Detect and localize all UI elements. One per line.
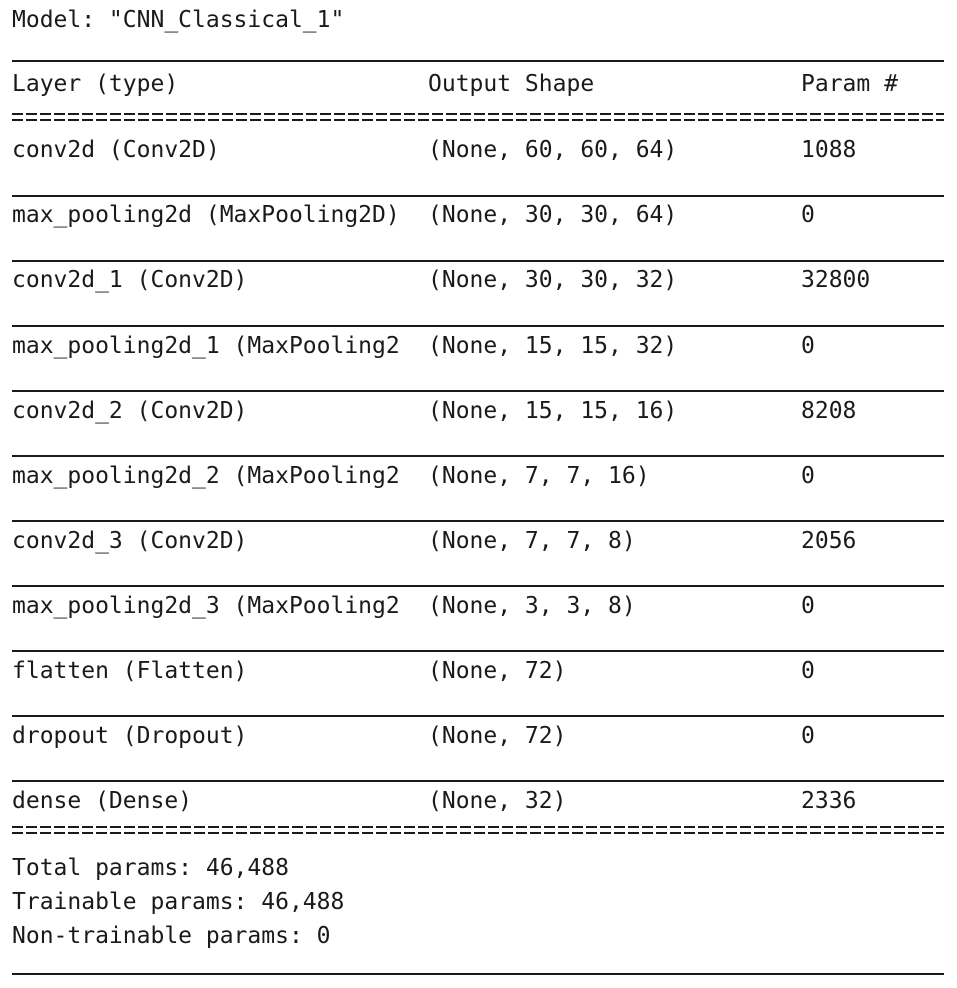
row-divider — [12, 455, 944, 457]
row-divider — [12, 715, 944, 717]
row-divider — [12, 195, 944, 197]
table-row: max_pooling2d_3 (MaxPooling2 (None, 3, 3… — [12, 590, 944, 622]
output-shape: (None, 30, 30, 32) — [428, 267, 678, 293]
table-row: conv2d_1 (Conv2D) (None, 30, 30, 32) 328… — [12, 264, 944, 296]
layer-name: flatten (Flatten) — [12, 658, 248, 684]
table-row: max_pooling2d_1 (MaxPooling2 (None, 15, … — [12, 330, 944, 362]
row-divider — [12, 325, 944, 327]
output-shape: (None, 3, 3, 8) — [428, 593, 636, 619]
param-count: 0 — [801, 333, 815, 359]
param-count: 8208 — [801, 398, 857, 424]
top-rule — [12, 60, 944, 62]
row-divider — [12, 260, 944, 262]
output-shape: (None, 7, 7, 16) — [428, 463, 650, 489]
bottom-rule — [12, 973, 944, 975]
row-divider — [12, 650, 944, 652]
param-totals: Total params: 46,488 Trainable params: 4… — [12, 852, 344, 952]
output-shape: (None, 72) — [428, 723, 567, 749]
layer-name: max_pooling2d (MaxPooling2D) — [12, 202, 400, 228]
param-count: 2056 — [801, 528, 857, 554]
total-params: Total params: 46,488 — [12, 855, 289, 881]
layer-name: conv2d (Conv2D) — [12, 137, 220, 163]
output-shape: (None, 60, 60, 64) — [428, 137, 678, 163]
layer-name: dropout (Dropout) — [12, 723, 248, 749]
table-row: flatten (Flatten) (None, 72) 0 — [12, 655, 944, 687]
param-count: 0 — [801, 463, 815, 489]
layer-name: max_pooling2d_1 (MaxPooling2 — [12, 333, 400, 359]
layer-name: dense (Dense) — [12, 788, 193, 814]
layer-name: max_pooling2d_3 (MaxPooling2 — [12, 593, 400, 619]
header-layer: Layer (type) — [12, 71, 179, 97]
table-row: conv2d (Conv2D) (None, 60, 60, 64) 1088 — [12, 134, 944, 166]
layer-name: max_pooling2d_2 (MaxPooling2 — [12, 463, 400, 489]
header-param-count: Param # — [801, 71, 898, 97]
model-title: Model: "CNN_Classical_1" — [12, 7, 345, 33]
layer-name: conv2d_2 (Conv2D) — [12, 398, 248, 424]
trainable-params: Trainable params: 46,488 — [12, 889, 345, 915]
table-row: dense (Dense) (None, 32) 2336 — [12, 785, 944, 817]
row-divider — [12, 585, 944, 587]
table-row: conv2d_3 (Conv2D) (None, 7, 7, 8) 2056 — [12, 525, 944, 557]
param-count: 0 — [801, 593, 815, 619]
param-count: 1088 — [801, 137, 857, 163]
layer-name: conv2d_1 (Conv2D) — [12, 267, 248, 293]
header-row: Layer (type) Output Shape Param # — [12, 68, 944, 100]
header-double-rule — [12, 113, 944, 121]
layer-name: conv2d_3 (Conv2D) — [12, 528, 248, 554]
output-shape: (None, 15, 15, 32) — [428, 333, 678, 359]
param-count: 0 — [801, 202, 815, 228]
row-divider — [12, 520, 944, 522]
header-output-shape: Output Shape — [428, 71, 595, 97]
non-trainable-params: Non-trainable params: 0 — [12, 923, 331, 949]
table-row: dropout (Dropout) (None, 72) 0 — [12, 720, 944, 752]
output-shape: (None, 15, 15, 16) — [428, 398, 678, 424]
table-row: conv2d_2 (Conv2D) (None, 15, 15, 16) 820… — [12, 395, 944, 427]
row-divider — [12, 390, 944, 392]
row-divider — [12, 780, 944, 782]
footer-double-rule — [12, 826, 944, 834]
param-count: 2336 — [801, 788, 857, 814]
table-row: max_pooling2d_2 (MaxPooling2 (None, 7, 7… — [12, 460, 944, 492]
output-shape: (None, 7, 7, 8) — [428, 528, 636, 554]
param-count: 0 — [801, 723, 815, 749]
param-count: 0 — [801, 658, 815, 684]
output-shape: (None, 32) — [428, 788, 567, 814]
param-count: 32800 — [801, 267, 871, 293]
output-shape: (None, 72) — [428, 658, 567, 684]
output-shape: (None, 30, 30, 64) — [428, 202, 678, 228]
table-row: max_pooling2d (MaxPooling2D) (None, 30, … — [12, 199, 944, 231]
